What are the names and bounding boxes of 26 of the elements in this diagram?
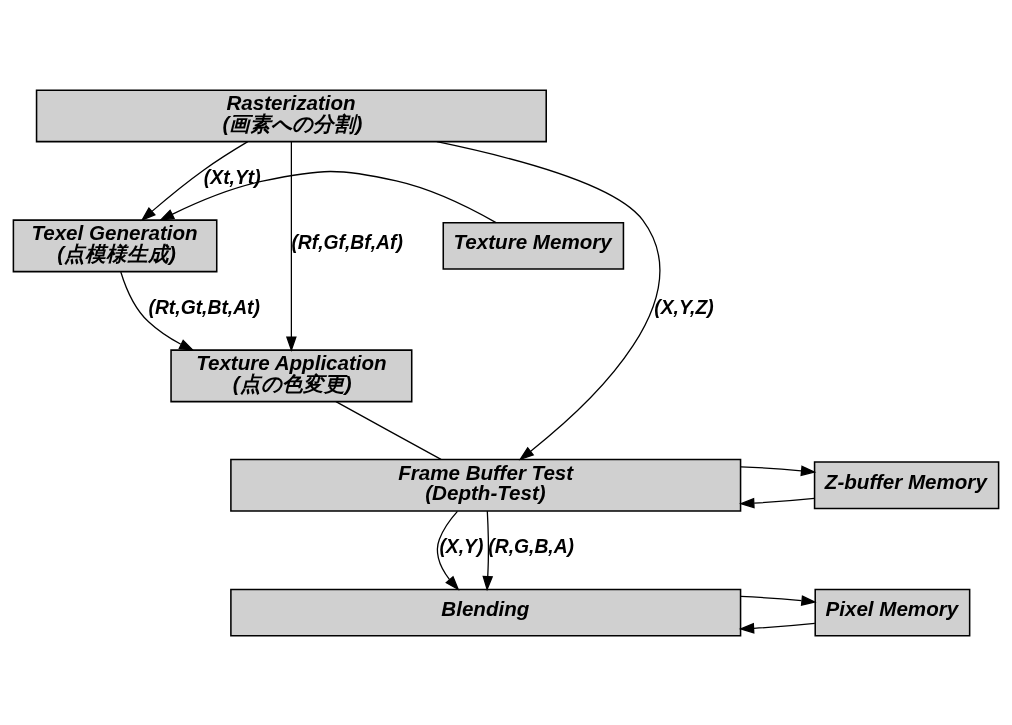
node-box: Rasterization (画素への分割) [35,88,547,142]
edge-label: (Rf,Gf,Bf,Af) [291,231,403,253]
node-box: Blending [230,588,742,637]
connector [335,400,442,460]
arrow [738,622,816,634]
node-box: Z-buffer Memory [813,460,1000,509]
arrow [120,270,195,351]
arrow [482,509,494,591]
arrow [740,464,817,476]
node-box: Pixel Memory [814,588,971,637]
arrow [739,497,816,508]
edge-label: (X,Y,Z) [654,296,714,318]
node-box: Texture Memory [442,221,625,270]
arrow [436,510,460,591]
arrow [158,170,497,223]
edge-label: (X,Y) [439,535,484,557]
edge-label: (R,G,B,A) [488,535,575,557]
edge-label: (Rt,Gt,Bt,At) [148,296,260,318]
node-box: Texel Generation (点模様生成) [12,218,218,272]
arrow [285,140,297,352]
arrow [740,594,817,606]
arrow [140,140,249,221]
node-box: Frame Buffer Test (Depth-Test) [230,458,742,512]
node-box: Texture Application (点の色変更) [170,348,413,402]
edge-label: (Xt,Yt) [203,166,261,188]
arrow [436,140,660,460]
